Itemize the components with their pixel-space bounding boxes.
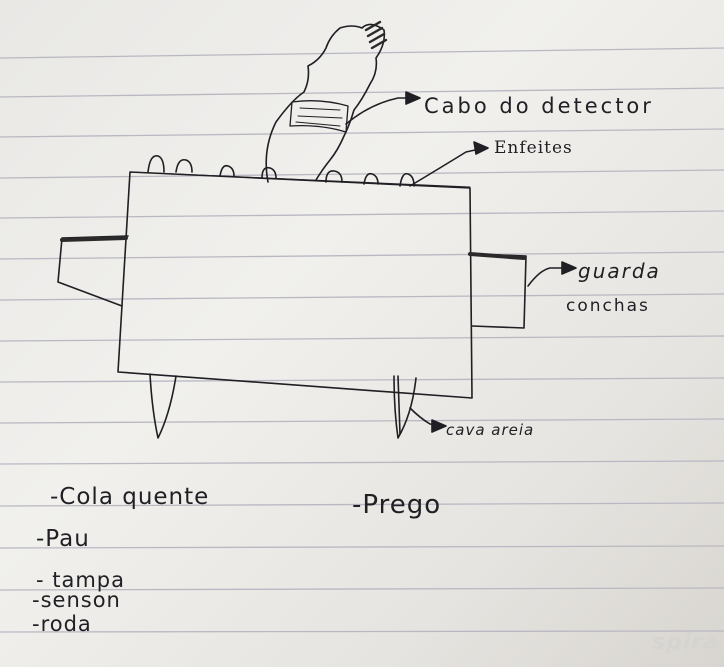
material-item: -roda <box>32 612 92 636</box>
pointer-arrows <box>345 91 577 433</box>
enfeites-bumps <box>147 155 415 187</box>
guarda-conchas-left <box>57 235 129 307</box>
spiral-brand-watermark: spira <box>652 630 720 655</box>
label-cava-areia: cava areia <box>446 421 535 439</box>
material-item: -Cola quente <box>50 484 210 510</box>
material-item: -Pau <box>36 526 90 552</box>
guarda-conchas-right <box>468 252 527 329</box>
material-item: -senson <box>32 588 121 612</box>
cava-areia-feet <box>149 373 417 439</box>
label-enfeites: Enfeites <box>494 138 573 158</box>
label-conchas: conchas <box>566 296 650 316</box>
label-cabo-do-detector: Cabo do detector <box>424 94 654 118</box>
detector-body <box>117 171 473 399</box>
material-item: - tampa <box>36 568 126 592</box>
material-item: -Prego <box>352 490 442 520</box>
label-guarda: guarda <box>578 259 661 283</box>
cabo-handle <box>265 20 388 183</box>
